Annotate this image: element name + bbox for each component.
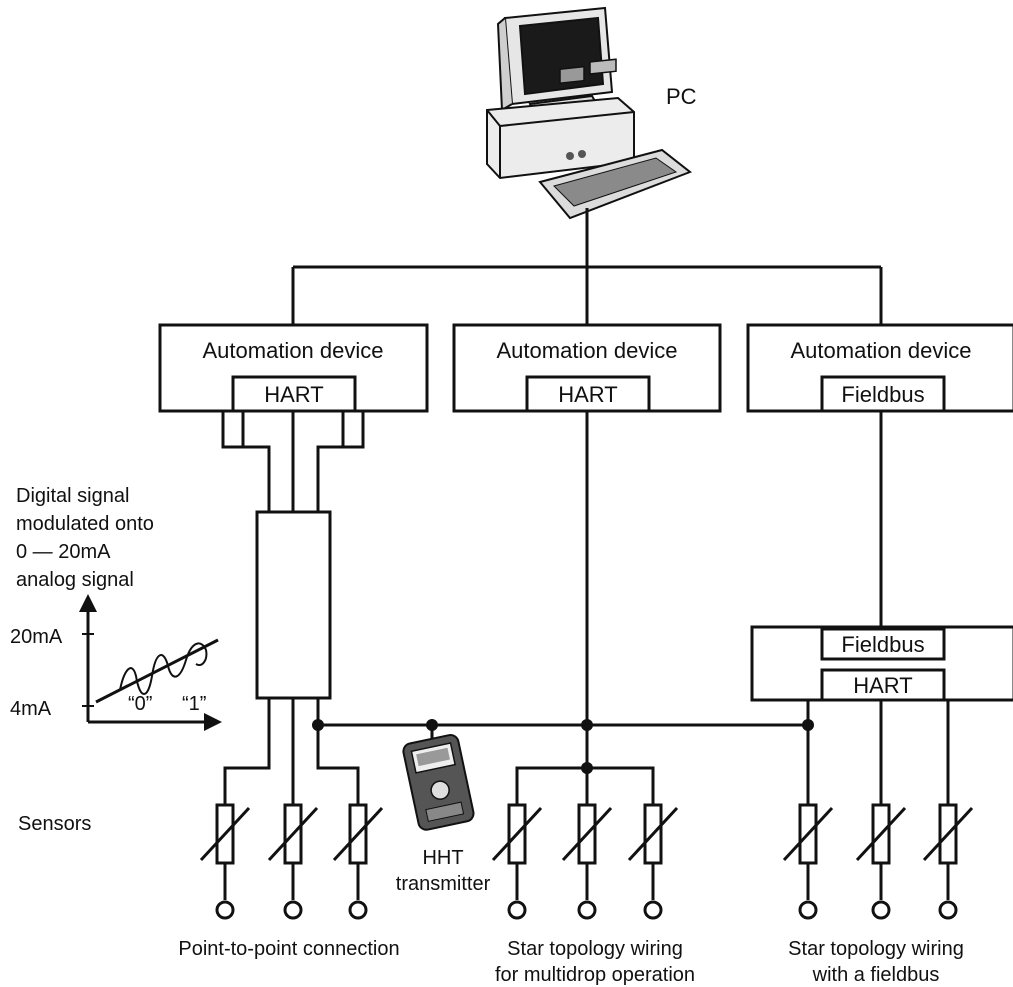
device-title: Automation device — [497, 338, 678, 363]
sensor-resistor-icon — [199, 803, 251, 920]
signal-converter-box — [255, 510, 332, 700]
automation-device-1: Automation device HART — [158, 323, 429, 413]
sensor-resistor-icon — [561, 803, 613, 920]
gateway-hart-label: HART — [853, 673, 913, 698]
sensor-resistor-icon — [627, 803, 679, 920]
hht-handheld-terminal-icon — [402, 734, 475, 831]
caption-fieldbus-line2: with a fieldbus — [812, 964, 940, 986]
pc-label: PC — [666, 84, 697, 109]
hart-loop-wiring — [312, 411, 814, 805]
device-module-label: HART — [264, 382, 324, 407]
graph-bit-0-label: “0” — [128, 693, 152, 715]
pc-computer-icon — [486, 6, 693, 220]
signal-note-line3: 0 — 20mA — [16, 541, 111, 563]
gateway-fieldbus-label: Fieldbus — [841, 632, 924, 657]
device-module-label: Fieldbus — [841, 382, 924, 407]
device-title: Automation device — [203, 338, 384, 363]
sensor-terminal-icon — [215, 900, 235, 920]
signal-note-line2: modulated onto — [16, 513, 154, 535]
automation-device-3: Automation device Fieldbus — [746, 323, 1013, 413]
signal-note-line4: analog signal — [16, 569, 134, 591]
sensor-resistor-icon — [922, 803, 974, 920]
graph-bit-1-label: “1” — [182, 693, 206, 715]
signal-note-line1: Digital signal — [16, 485, 129, 507]
fieldbus-wiring: Fieldbus HART — [750, 411, 1013, 805]
sensor-terminal-icon — [507, 900, 527, 920]
point-to-point-wiring — [221, 411, 365, 805]
sensor-resistor-icon — [782, 803, 834, 920]
hht-label-line1: HHT — [422, 847, 463, 869]
graph-4ma-label: 4mA — [10, 698, 52, 720]
caption-fieldbus-line1: Star topology wiring — [788, 938, 964, 960]
sensor-terminal-icon — [348, 900, 368, 920]
caption-multidrop-line2: for multidrop operation — [495, 964, 695, 986]
sensor-terminal-icon — [283, 900, 303, 920]
automation-device-2: Automation device HART — [452, 323, 722, 413]
sensor-terminal-icon — [798, 900, 818, 920]
sensor-resistor-icon — [267, 803, 319, 920]
sensor-resistor-icon — [855, 803, 907, 920]
sensor-resistor-icon — [332, 803, 384, 920]
sensors-label: Sensors — [18, 813, 91, 835]
hht-label-line2: transmitter — [396, 873, 491, 895]
sensor-terminal-icon — [938, 900, 958, 920]
sensor-resistor-icon — [491, 803, 543, 920]
caption-multidrop-line1: Star topology wiring — [507, 938, 683, 960]
sensor-terminal-icon — [577, 900, 597, 920]
sensor-terminal-icon — [871, 900, 891, 920]
sensor-group — [199, 803, 974, 920]
pc-bus — [291, 208, 883, 325]
signal-note: Digital signal modulated onto 0 — 20mA a… — [16, 485, 154, 591]
device-module-label: HART — [558, 382, 618, 407]
graph-20ma-label: 20mA — [10, 626, 63, 648]
caption-point-to-point: Point-to-point connection — [178, 938, 399, 960]
sensor-terminal-icon — [643, 900, 663, 920]
signal-graph: 20mA 4mA “0” “1” — [10, 594, 222, 731]
device-title: Automation device — [791, 338, 972, 363]
